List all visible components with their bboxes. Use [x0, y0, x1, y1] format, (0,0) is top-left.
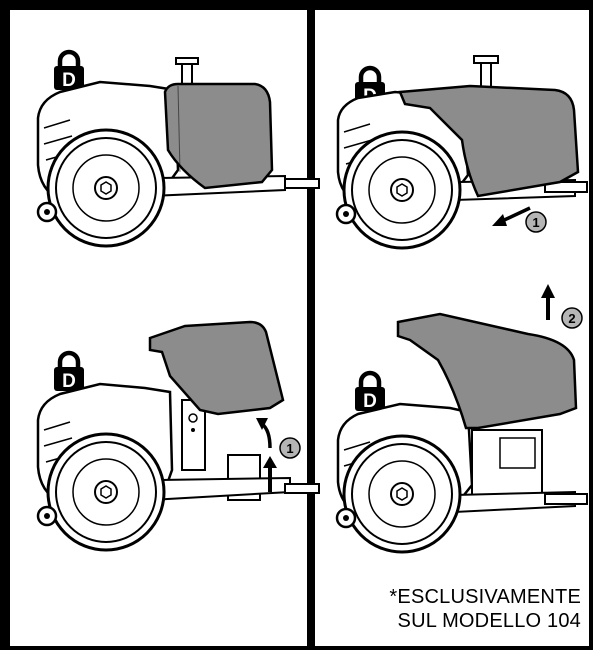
padlock-d-icon: [54, 353, 84, 392]
arrow-curved-icon: [256, 418, 272, 449]
padlock-d-icon: [54, 52, 84, 91]
model-note-line-1: *ESCLUSIVAMENTE: [389, 586, 581, 608]
svg-text:1: 1: [286, 441, 293, 456]
svg-text:2: 2: [568, 311, 575, 326]
arrow-up-icon: [541, 284, 555, 320]
model-note: *ESCLUSIVAMENTE SUL MODELLO 104: [389, 585, 581, 633]
step-badge: 2: [561, 307, 583, 329]
panel-1-hood-closed: [36, 52, 320, 248]
panel-3-raise-hood: 1: [36, 320, 320, 552]
step-badge: 1: [279, 437, 301, 459]
arrow-diagonal-icon: [492, 206, 531, 226]
svg-text:1: 1: [532, 215, 539, 230]
panel-2-tilt-hood: 1: [335, 55, 588, 250]
model-note-line-2: SUL MODELLO 104: [397, 610, 581, 632]
arrow-up-icon: [263, 456, 277, 492]
step-badge: 1: [525, 211, 547, 233]
padlock-d-icon: [355, 373, 385, 412]
panel-4-lift-hood-off: 2: [335, 284, 588, 554]
